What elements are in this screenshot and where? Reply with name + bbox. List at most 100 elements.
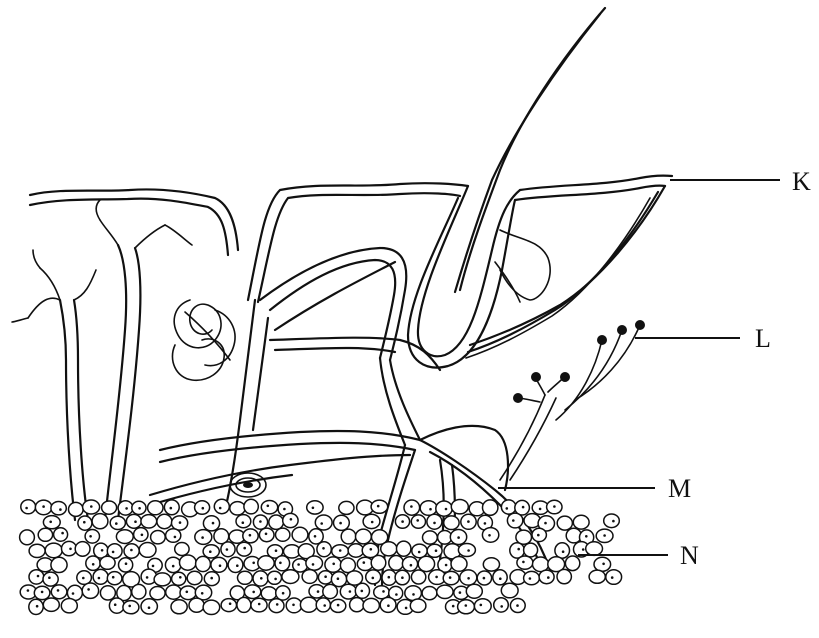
fat-cell-nucleus <box>201 592 204 595</box>
fat-cell-nucleus <box>517 548 520 551</box>
fat-cell <box>420 501 437 516</box>
fat-cell-nucleus <box>69 548 72 551</box>
fat-cell <box>261 587 276 600</box>
fat-cell <box>45 543 62 558</box>
fat-cell <box>604 514 620 528</box>
fat-cell <box>203 600 220 614</box>
fat-cell-nucleus <box>433 522 436 525</box>
fat-cell-nucleus <box>202 507 205 510</box>
fat-cell <box>302 570 317 584</box>
fat-cell-nucleus <box>265 533 268 536</box>
fat-cell <box>307 501 323 514</box>
fat-cell-nucleus <box>522 561 525 564</box>
fat-cell-nucleus <box>112 576 115 579</box>
fat-cell-nucleus <box>258 603 261 606</box>
fat-cell <box>363 598 379 612</box>
fat-cell-nucleus <box>320 522 323 525</box>
fat-cell <box>85 530 99 544</box>
label-k: K <box>792 167 811 196</box>
fat-cell-nucleus <box>282 592 285 595</box>
fat-cell-nucleus <box>279 562 282 565</box>
fat-cell <box>269 599 284 613</box>
fat-cell-nucleus <box>317 590 320 593</box>
fat-cell <box>371 555 386 570</box>
fat-cell-nucleus <box>522 506 525 509</box>
fat-cell <box>116 530 133 544</box>
coiled-corpuscle <box>172 300 235 380</box>
fat-cell <box>203 516 219 531</box>
fat-cell-nucleus <box>146 576 149 579</box>
fat-cell-nucleus <box>405 607 408 610</box>
fat-cell <box>371 500 388 513</box>
fat-cell-nucleus <box>186 591 189 594</box>
fat-cell-nucleus <box>292 604 295 607</box>
fat-cell <box>230 502 245 515</box>
fat-cell <box>411 515 425 528</box>
fat-cell <box>29 570 44 584</box>
fat-cell <box>306 556 323 570</box>
fat-cell <box>150 587 165 600</box>
fat-cell-nucleus <box>72 592 75 595</box>
fat-cell-nucleus <box>387 604 390 607</box>
fat-cell-nucleus <box>179 521 182 524</box>
fat-cell-nucleus <box>128 605 131 608</box>
fat-cell-nucleus <box>275 549 278 552</box>
fat-cell-nucleus <box>219 564 222 567</box>
fat-cell-nucleus <box>388 576 391 579</box>
fat-cell-nucleus <box>323 604 326 607</box>
fat-cell-nucleus <box>152 565 155 568</box>
fat-cell-nucleus <box>612 520 615 523</box>
fat-cell <box>21 500 36 514</box>
fat-cell-nucleus <box>339 522 342 525</box>
fat-cell-nucleus <box>332 563 335 566</box>
fat-cell <box>348 544 364 557</box>
fat-cell <box>51 502 66 515</box>
fat-cell-nucleus <box>276 603 279 606</box>
label-m: M <box>668 474 691 503</box>
fat-cell <box>276 528 290 541</box>
fat-cell-nucleus <box>25 507 28 510</box>
fat-cell-nucleus <box>101 549 104 552</box>
fat-cell <box>466 584 482 598</box>
fat-cell <box>350 598 364 612</box>
fat-cell <box>381 542 397 556</box>
fat-cell-nucleus <box>209 550 212 553</box>
fat-cell-nucleus <box>506 507 509 510</box>
fat-cell <box>341 529 356 544</box>
fat-cell <box>410 599 426 612</box>
fat-cell-nucleus <box>372 577 375 580</box>
fat-cell <box>292 527 308 542</box>
fat-cell <box>451 557 467 572</box>
fat-cell <box>92 514 108 529</box>
fat-cell <box>269 515 284 529</box>
lamellated-corpuscle <box>230 473 266 497</box>
fat-cell <box>123 601 139 614</box>
fat-cell <box>524 571 540 584</box>
fat-cell-nucleus <box>488 534 491 537</box>
fat-cell <box>29 599 43 614</box>
fat-cell-nucleus <box>92 563 95 566</box>
fat-cell <box>565 556 579 571</box>
fat-cell-nucleus <box>242 521 245 524</box>
fat-cell-nucleus <box>115 522 118 525</box>
fat-cell-nucleus <box>82 577 85 580</box>
fat-cell <box>54 528 68 541</box>
fat-cell-nucleus <box>484 522 487 525</box>
fat-cell-nucleus <box>480 604 483 607</box>
fat-cell <box>110 516 125 529</box>
fat-cell-nucleus <box>170 507 173 510</box>
fat-cell <box>62 541 77 555</box>
fat-cell-nucleus <box>529 577 532 580</box>
fat-cell <box>283 513 298 527</box>
fat-cell-nucleus <box>410 505 413 508</box>
fat-cell <box>555 543 570 558</box>
fat-cell <box>175 543 189 556</box>
fat-cell <box>148 501 163 515</box>
fat-cell <box>356 529 372 544</box>
fat-cell <box>483 500 498 515</box>
fat-cell-nucleus <box>90 505 93 508</box>
fat-cell-nucleus <box>377 505 380 508</box>
fat-cell-nucleus <box>445 508 448 511</box>
fat-cell-nucleus <box>260 577 263 580</box>
